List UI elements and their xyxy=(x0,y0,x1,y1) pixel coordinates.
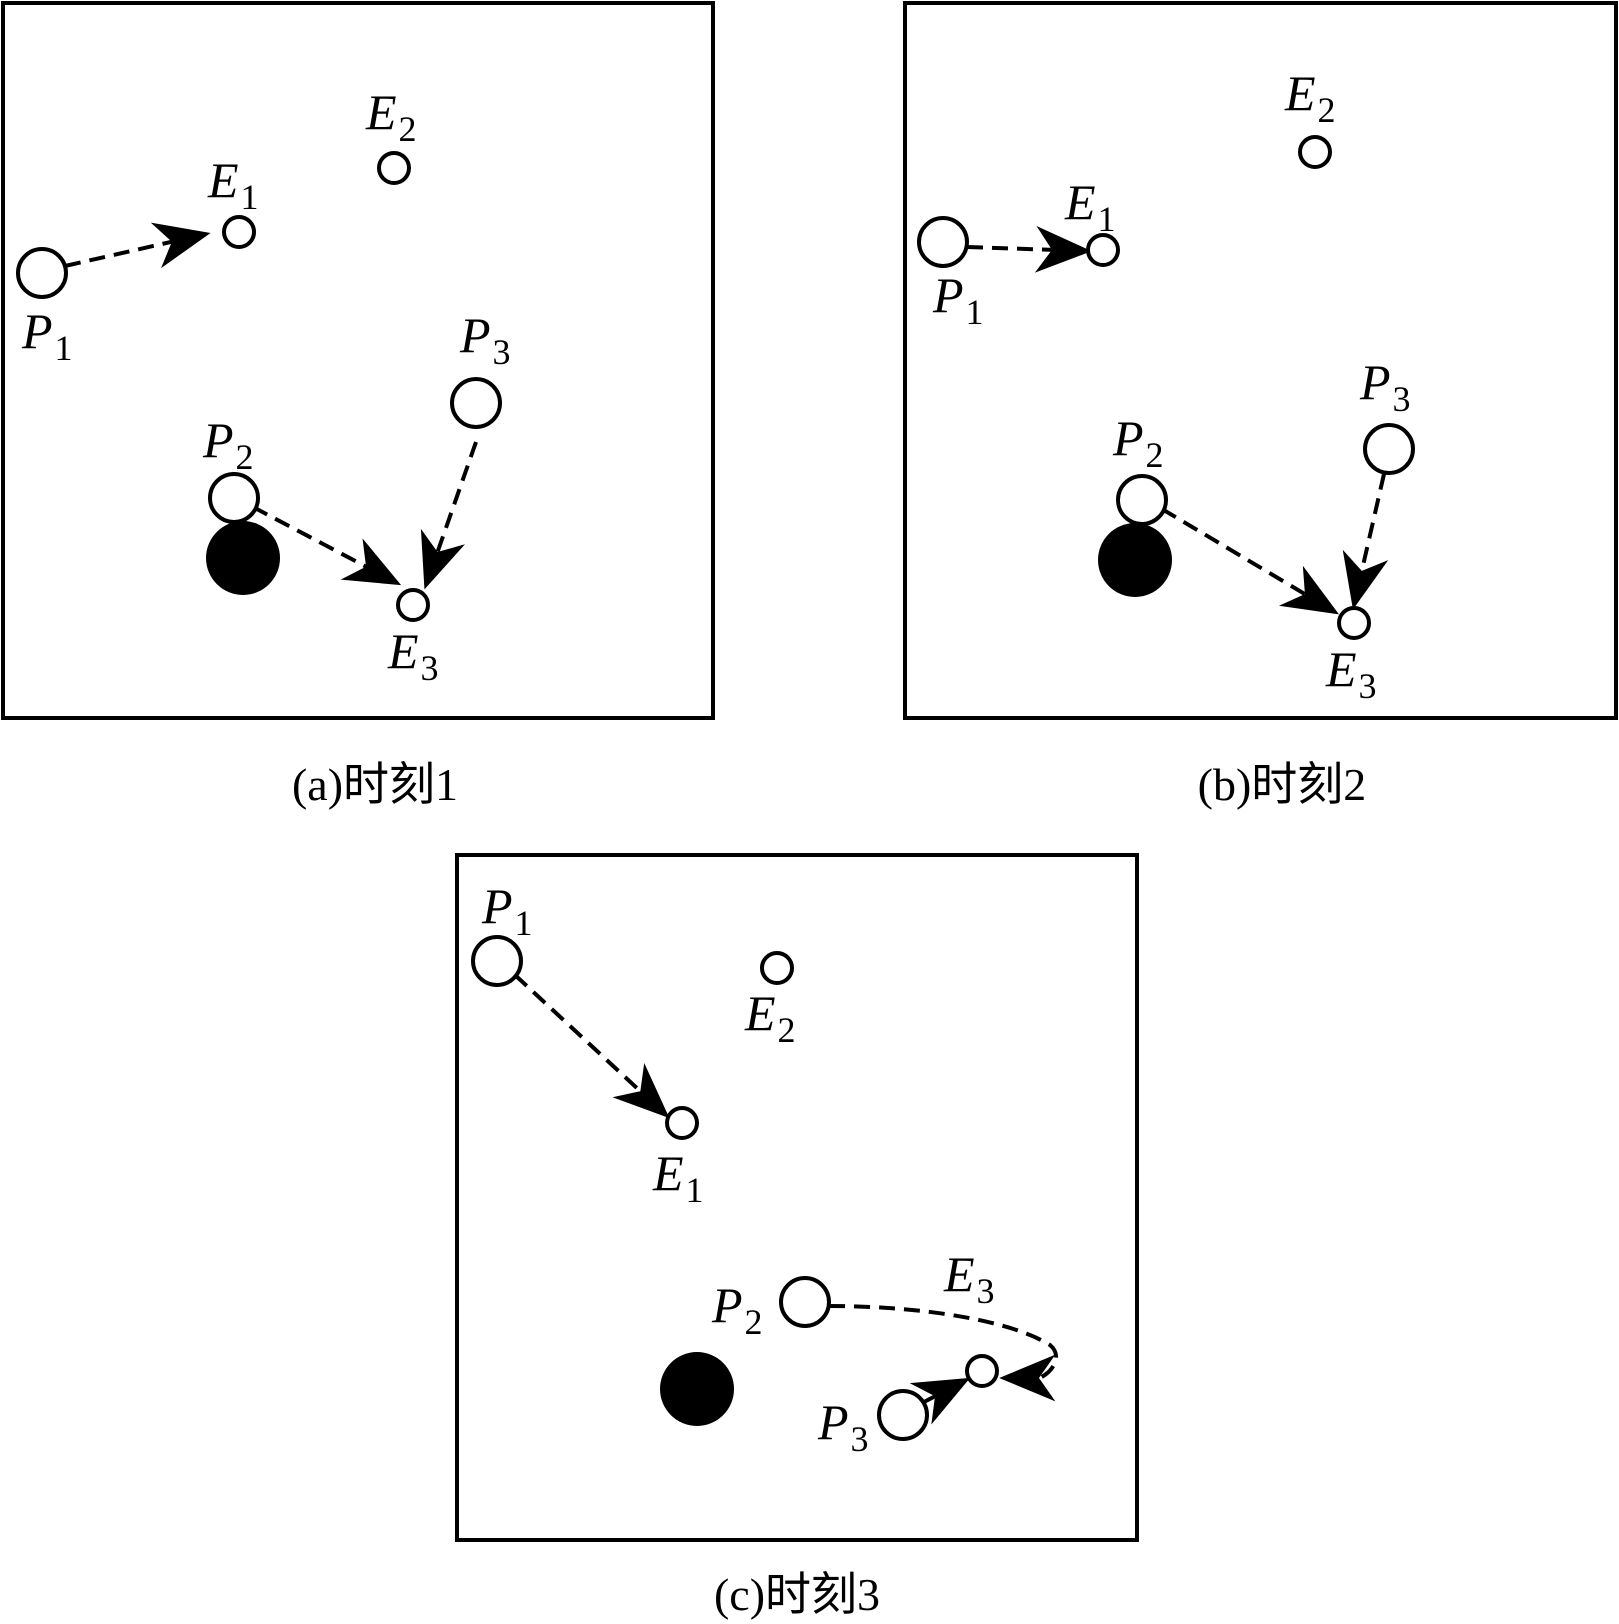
label-p3: P3 xyxy=(459,307,511,372)
panel-a-frame xyxy=(1,1,715,720)
label-e1: E1 xyxy=(207,152,259,217)
evader-e3 xyxy=(396,588,430,622)
path-p3-e3 xyxy=(909,1377,971,1425)
evader-e2 xyxy=(377,151,411,185)
obstacle xyxy=(1098,523,1172,597)
evader-e2 xyxy=(760,951,794,985)
pursuer-p1 xyxy=(471,935,523,987)
label-e3: E3 xyxy=(1325,641,1377,706)
label-e1: E1 xyxy=(652,1145,704,1210)
evader-e1 xyxy=(222,215,256,249)
label-p2: P2 xyxy=(202,412,254,477)
path-p1-e1 xyxy=(966,225,1092,273)
pursuer-p1 xyxy=(917,216,969,268)
label-p1: P1 xyxy=(932,267,984,332)
evader-e2 xyxy=(1298,135,1332,169)
label-p1: P1 xyxy=(21,303,73,368)
panel-c: P1 P2 P3 E1 E2 E3 xyxy=(455,853,1139,1542)
pursuer-p3 xyxy=(1363,423,1415,475)
label-p2: P2 xyxy=(711,1277,763,1342)
label-e2: E2 xyxy=(744,985,796,1050)
pursuer-p3 xyxy=(877,1389,929,1441)
pursuer-p2 xyxy=(208,472,260,524)
label-p3: P3 xyxy=(1359,354,1411,419)
label-e1: E1 xyxy=(1064,174,1116,239)
evader-e1 xyxy=(665,1106,699,1140)
obstacle xyxy=(660,1352,734,1426)
path-p3-e3 xyxy=(420,441,478,590)
panel-b: P1 P2 P3 E1 E2 E3 xyxy=(903,1,1618,720)
label-e2: E2 xyxy=(1284,65,1336,130)
pursuer-p2 xyxy=(1116,474,1168,526)
pursuer-p2 xyxy=(779,1276,831,1328)
pursuer-p1 xyxy=(16,247,68,299)
label-p2: P2 xyxy=(1112,410,1164,475)
evader-e3 xyxy=(965,1354,999,1388)
label-p1: P1 xyxy=(481,878,533,943)
caption-a: (a)时刻1 xyxy=(292,759,458,810)
caption-b: (b)时刻2 xyxy=(1198,759,1367,810)
label-p3: P3 xyxy=(817,1394,869,1459)
path-p1-e1 xyxy=(513,973,670,1119)
path-p2-e3 xyxy=(252,505,402,586)
path-p2-e3 xyxy=(828,1304,1059,1402)
path-p2-e3 xyxy=(1160,507,1340,615)
evader-e3 xyxy=(1337,606,1371,640)
evader-e1 xyxy=(1086,233,1120,267)
label-e3: E3 xyxy=(387,623,439,688)
panel-c-frame xyxy=(455,853,1139,1542)
obstacle xyxy=(206,521,280,595)
caption-c: (c)时刻3 xyxy=(714,1569,880,1620)
path-p1-e1 xyxy=(64,222,211,269)
pursuer-p3 xyxy=(450,377,502,429)
panel-b-frame xyxy=(903,1,1618,720)
label-e2: E2 xyxy=(365,84,417,149)
label-e3: E3 xyxy=(943,1246,995,1311)
panel-a: P1 P2 P3 E1 E2 E3 xyxy=(1,1,715,720)
path-p3-e3 xyxy=(1342,473,1389,610)
